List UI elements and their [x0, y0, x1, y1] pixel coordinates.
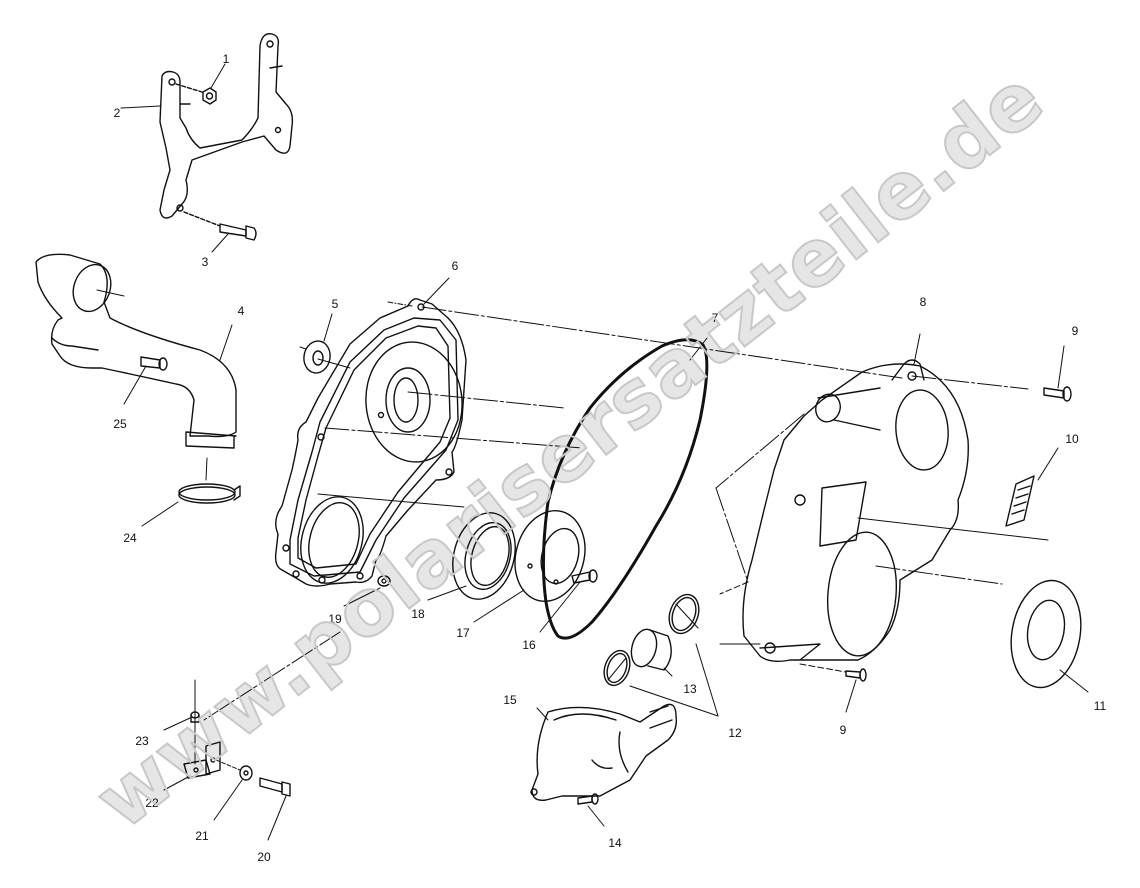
part-1-nut[interactable]: [175, 63, 226, 105]
callout-2: 2: [113, 106, 121, 120]
callout-1: 1: [222, 52, 230, 66]
part-15-exhaust-duct[interactable]: [530, 703, 678, 801]
part-14-screw[interactable]: [577, 793, 605, 827]
callout-23: 23: [135, 734, 149, 748]
part-25-bolt[interactable]: [123, 356, 168, 405]
part-12-clamp-upper[interactable]: [664, 590, 704, 637]
part-9-screw-top[interactable]: [1043, 345, 1072, 402]
callout-3: 3: [201, 255, 209, 269]
callout-10: 10: [1065, 432, 1079, 446]
part-2-bracket[interactable]: [159, 33, 294, 219]
callout-14: 14: [608, 836, 622, 850]
part-11-gasket[interactable]: [1003, 575, 1089, 693]
part-4-intake-duct[interactable]: [35, 253, 237, 449]
callout-11: 11: [1093, 699, 1107, 713]
part-10-decal[interactable]: [1005, 447, 1059, 527]
part-9-screw-bottom[interactable]: [845, 668, 867, 713]
callout-8: 8: [919, 295, 927, 309]
callout-6: 6: [451, 259, 459, 273]
callout-19: 19: [328, 612, 342, 626]
part-7-belt-seal[interactable]: [541, 337, 709, 640]
part-22-bracket[interactable]: [163, 741, 221, 791]
callout-4: 4: [237, 304, 245, 318]
part-19-washer[interactable]: [203, 575, 391, 721]
callout-17: 17: [456, 626, 470, 640]
callout-24: 24: [123, 531, 137, 545]
part-21-washer[interactable]: [213, 759, 253, 821]
part-16-screw[interactable]: [539, 569, 598, 633]
callout-12: 12: [728, 726, 742, 740]
part-3-bolt[interactable]: [183, 211, 257, 253]
callout-15: 15: [503, 693, 517, 707]
callout-13: 13: [683, 682, 697, 696]
callout-18: 18: [411, 607, 425, 621]
part-6-inner-cover[interactable]: [274, 277, 903, 590]
part-18-seal[interactable]: [427, 506, 524, 607]
part-5-washer[interactable]: [299, 313, 351, 375]
callout-22: 22: [145, 796, 159, 810]
part-17-plate[interactable]: [473, 503, 595, 623]
part-23-nut[interactable]: [163, 679, 200, 765]
callout-7: 7: [711, 311, 719, 325]
callout-9-top: 9: [1071, 324, 1079, 338]
callout-9-bottom: 9: [839, 723, 847, 737]
part-12-clamp-lower[interactable]: [600, 647, 635, 689]
part-24-clamp[interactable]: [141, 457, 241, 527]
part-8-outer-cover[interactable]: [715, 333, 1049, 673]
part-13-coupler[interactable]: [627, 627, 673, 677]
part-20-bolt[interactable]: [259, 777, 291, 841]
callout-20: 20: [257, 850, 271, 864]
callout-21: 21: [195, 829, 209, 843]
callout-16: 16: [522, 638, 536, 652]
callout-5: 5: [331, 297, 339, 311]
callout-25: 25: [113, 417, 127, 431]
